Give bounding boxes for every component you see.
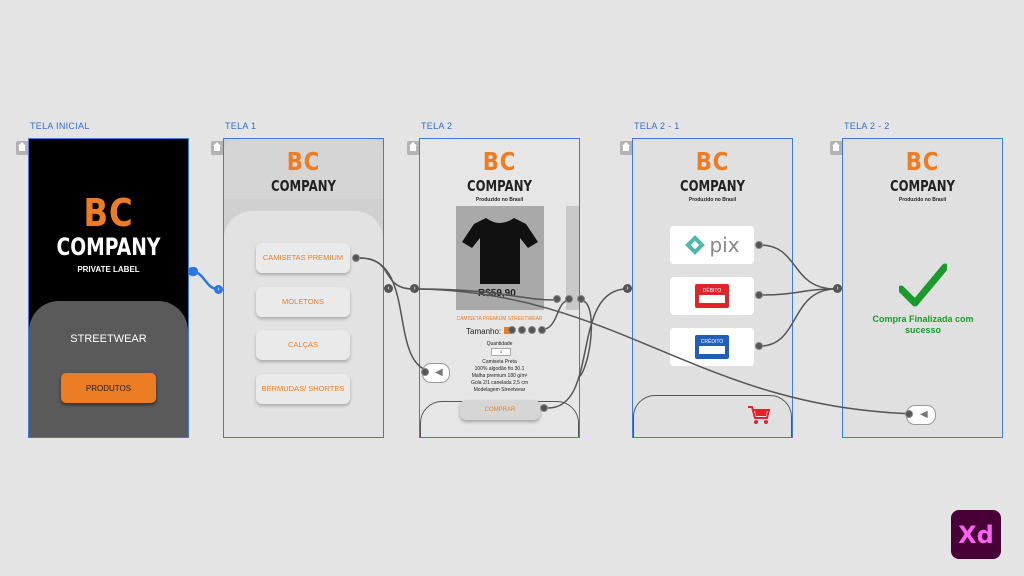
bottom-panel: STREETWEAR PRODUTOS: [29, 301, 188, 437]
wire-port[interactable]: [755, 241, 763, 249]
debit-card-icon: DÉBITO: [695, 284, 729, 308]
menu-moletons-button[interactable]: MOLETONS: [256, 287, 350, 317]
quantity-input[interactable]: 1: [491, 348, 511, 356]
wire-port[interactable]: [508, 326, 516, 334]
credit-card-button[interactable]: CRÉDITO: [670, 328, 754, 366]
logo-company: COMPANY: [56, 233, 161, 261]
artboard-tela-1[interactable]: BC COMPANY CAMISETAS PREMIUM MOLETONS CA…: [223, 138, 384, 438]
artboard-label-tela-2[interactable]: TELA 2: [421, 121, 453, 131]
detail-line-5: Modelagem Streetwear: [473, 387, 526, 393]
artboard-tela-2-1[interactable]: BC COMPANY Produzido no Brasil pix DÉBIT…: [632, 138, 793, 438]
menu-camisetas-button[interactable]: CAMISETAS PREMIUM: [256, 243, 350, 273]
artboard-tela-2[interactable]: BC COMPANY Produzido no Brasil R$59,90 C…: [419, 138, 580, 438]
home-icon[interactable]: [830, 141, 842, 155]
back-arrow-button[interactable]: ◀: [905, 405, 936, 425]
artboard-label-tela-1[interactable]: TELA 1: [225, 121, 257, 131]
card-stripe: [699, 346, 725, 354]
wire-port[interactable]: [352, 254, 360, 262]
private-label-text: PRIVATE LABEL: [77, 265, 140, 274]
menu-calcas-button[interactable]: CALÇAS: [256, 330, 350, 360]
back-arrow-icon: ◀: [920, 409, 928, 420]
logo-bc: BC: [482, 147, 517, 176]
home-icon[interactable]: [620, 141, 632, 155]
logo-company: COMPANY: [466, 177, 532, 195]
made-in-text: Produzido no Brasil: [898, 197, 947, 203]
success-message: Compra Finalizada com sucesso: [872, 314, 974, 335]
card-stripe: [699, 295, 725, 303]
produtos-button[interactable]: PRODUTOS: [61, 373, 156, 403]
wire-port[interactable]: [565, 295, 573, 303]
wire-start-handle[interactable]: [188, 267, 198, 276]
tshirt-icon: [462, 218, 538, 284]
pix-button[interactable]: pix: [670, 226, 754, 264]
made-in-text: Produzido no Brasil: [688, 197, 737, 203]
pix-label: pix: [709, 233, 740, 257]
wire-arrow-icon[interactable]: ›: [410, 284, 419, 293]
back-arrow-icon: ◀: [435, 367, 443, 378]
wire-port[interactable]: [577, 295, 585, 303]
logo-bc: BC: [286, 147, 321, 176]
menu-bermudas-button[interactable]: BERMUDAS/ SHORTES: [256, 374, 350, 404]
logo-bc: BC: [905, 147, 940, 176]
wire-port[interactable]: [755, 291, 763, 299]
comprar-button[interactable]: COMPRAR: [460, 400, 540, 420]
home-icon[interactable]: [16, 141, 28, 155]
wire-port[interactable]: [421, 368, 429, 376]
credit-card-icon: CRÉDITO: [695, 335, 729, 359]
artboard-label-tela-inicial[interactable]: TELA INICIAL: [30, 121, 90, 131]
wire-arrow-icon[interactable]: ›: [623, 284, 632, 293]
wire-port[interactable]: [755, 342, 763, 350]
wire-arrow-icon[interactable]: ‹: [384, 284, 393, 293]
product-image[interactable]: R$59,90: [456, 206, 544, 310]
checkmark-icon: [899, 263, 947, 307]
wire-arrow-icon[interactable]: ›: [833, 284, 842, 293]
logo-company: COMPANY: [679, 177, 745, 195]
next-product-thumb[interactable]: [566, 206, 579, 310]
adobe-xd-logo: Xd: [951, 510, 1001, 559]
artboard-label-tela-2-2[interactable]: TELA 2 - 2: [844, 121, 890, 131]
back-arrow-button[interactable]: ◀: [421, 363, 450, 383]
logo-bc: BC: [83, 191, 134, 235]
header-panel: [224, 139, 383, 199]
home-icon[interactable]: [407, 141, 419, 155]
wire-port[interactable]: [518, 326, 526, 334]
artboard-tela-inicial[interactable]: BC COMPANY PRIVATE LABEL STREETWEAR PROD…: [28, 138, 189, 438]
wire-port[interactable]: [905, 410, 913, 418]
home-icon[interactable]: [211, 141, 223, 155]
artboard-label-tela-2-1[interactable]: TELA 2 - 1: [634, 121, 680, 131]
wire-port[interactable]: [553, 295, 561, 303]
wire-arrow-icon[interactable]: ›: [214, 285, 223, 294]
credit-label: CRÉDITO: [700, 339, 724, 345]
cart-icon[interactable]: [747, 405, 771, 425]
debit-card-button[interactable]: DÉBITO: [670, 277, 754, 315]
product-name: CAMISETA PREMIUM STREETWEAR: [456, 316, 543, 322]
quantity-label: Quantidade: [486, 341, 513, 347]
product-price: R$59,90: [478, 288, 516, 299]
logo-company: COMPANY: [270, 177, 336, 195]
logo-bc: BC: [695, 147, 730, 176]
size-label: Tamanho:: [466, 327, 502, 336]
made-in-text: Produzido no Brasil: [475, 197, 524, 203]
debit-label: DÉBITO: [702, 288, 722, 294]
logo-company: COMPANY: [889, 177, 955, 195]
wire-port[interactable]: [538, 326, 546, 334]
pix-icon: [685, 235, 706, 255]
wire-port[interactable]: [528, 326, 536, 334]
streetwear-text: STREETWEAR: [70, 333, 147, 345]
artboard-tela-2-2[interactable]: BC COMPANY Produzido no Brasil Compra Fi…: [842, 138, 1003, 438]
wire-port[interactable]: [540, 404, 548, 412]
